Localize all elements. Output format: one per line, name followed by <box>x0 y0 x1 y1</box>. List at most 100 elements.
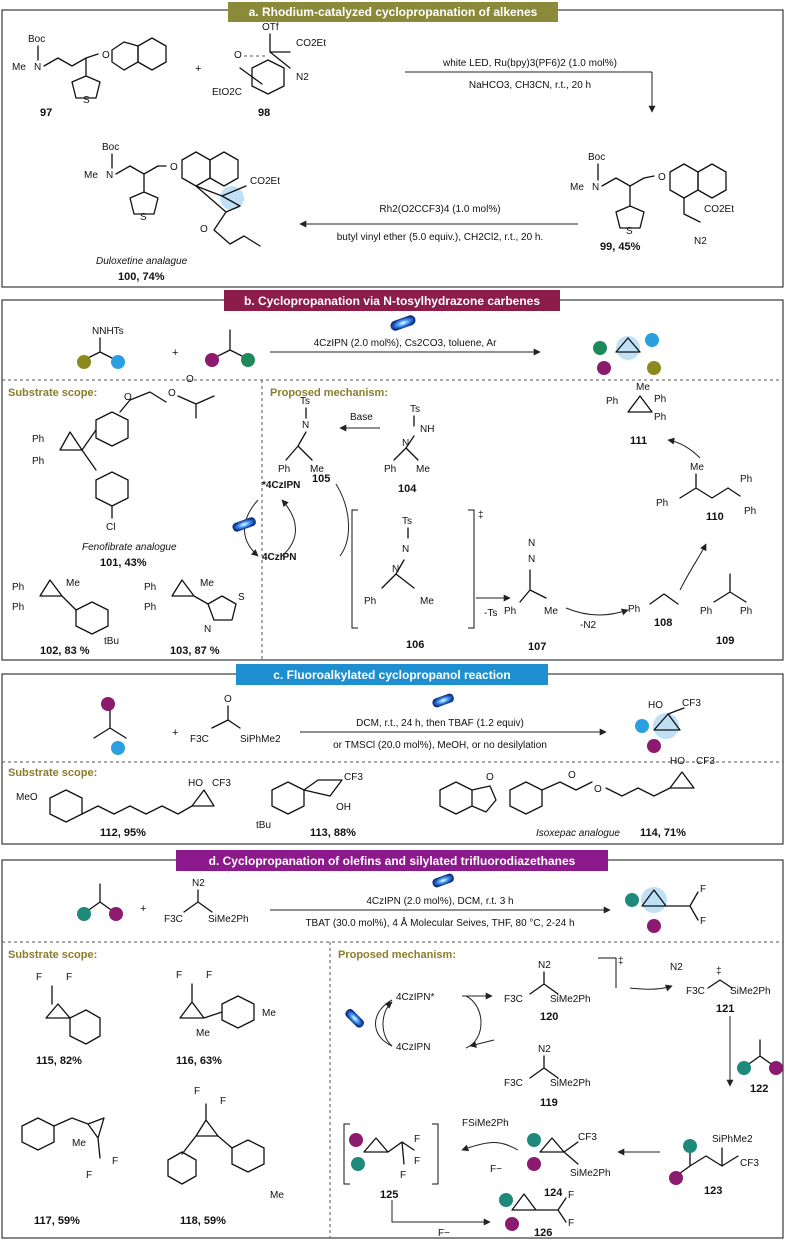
compound-103: Ph Ph Me S N 103, 87 % <box>144 578 245 657</box>
svg-text:112, 95%: 112, 95% <box>100 827 146 839</box>
svg-text:SiMe2Ph: SiMe2Ph <box>550 994 591 1005</box>
compound-101-name: Fenofibrate analogue <box>82 542 177 553</box>
svg-text:Ph: Ph <box>12 582 24 593</box>
svg-text:Ph: Ph <box>32 456 44 467</box>
substituent-dot-purple <box>205 353 219 367</box>
svg-text:O: O <box>224 694 232 705</box>
svg-text:N: N <box>528 538 535 549</box>
svg-text:F: F <box>112 1156 118 1167</box>
svg-text:121: 121 <box>716 1003 734 1015</box>
condition-a2-bottom: butyl vinyl ether (5.0 equiv.), CH2Cl2, … <box>337 232 544 243</box>
compound-118: F F Me 118, 59% <box>167 1086 284 1227</box>
svg-text:122: 122 <box>750 1083 768 1095</box>
section-b: b. Cyclopropanation via N-tosylhydrazone… <box>1 290 784 661</box>
svg-text:N2: N2 <box>296 72 309 83</box>
svg-text:O: O <box>594 784 602 795</box>
svg-text:‡: ‡ <box>716 966 722 977</box>
svg-text:116, 63%: 116, 63% <box>176 1055 222 1067</box>
svg-text:CO2Et: CO2Et <box>250 176 280 187</box>
svg-text:Me: Me <box>72 1138 86 1149</box>
svg-text:O: O <box>102 50 110 61</box>
svg-text:Ph: Ph <box>384 464 396 475</box>
svg-text:Ph: Ph <box>278 464 290 475</box>
svg-text:123: 123 <box>704 1185 722 1197</box>
condition-a1-top: white LED, Ru(bpy)3(PF6)2 (1.0 mol%) <box>442 58 617 69</box>
compound-115: F F 115, 82% <box>36 972 101 1067</box>
svg-text:N: N <box>106 170 113 181</box>
blue-led-icon <box>390 315 416 331</box>
photocatalyst-d-excited: 4CzIPN* <box>396 992 434 1003</box>
compound-100-label: 100, 74% <box>118 271 165 283</box>
svg-text:-N2: -N2 <box>580 620 597 631</box>
svg-text:Me: Me <box>416 464 430 475</box>
svg-text:‡: ‡ <box>618 956 624 967</box>
compound-102: Ph Ph Me tBu 102, 83 % <box>12 578 119 657</box>
compound-103-label: 103, 87 % <box>170 645 220 657</box>
section-a: a. Rhodium-catalyzed cyclopropanation of… <box>1 2 784 288</box>
svg-text:F: F <box>66 972 72 983</box>
svg-text:N: N <box>34 62 41 73</box>
compound-116: F F Me Me 116, 63% <box>176 970 276 1067</box>
svg-text:Ph: Ph <box>606 396 618 407</box>
svg-text:SiMe2Ph: SiMe2Ph <box>570 1168 611 1179</box>
compound-101-label: 101, 43% <box>100 557 147 569</box>
condition-a2-top: Rh2(O2CCF3)4 (1.0 mol%) <box>379 204 500 215</box>
compound-98-label: 98 <box>258 107 270 119</box>
compound-102-label: 102, 83 % <box>40 645 90 657</box>
section-d-title: d. Cyclopropanation of olefins and silyl… <box>209 854 576 868</box>
svg-text:CF3: CF3 <box>344 772 363 783</box>
svg-text:+: + <box>172 727 178 739</box>
svg-text:F: F <box>700 884 706 895</box>
section-a-title: a. Rhodium-catalyzed cyclopropanation of… <box>249 5 538 19</box>
svg-text:Me: Me <box>570 182 584 193</box>
svg-text:S: S <box>83 95 90 106</box>
photocatalyst-ground: 4CzIPN <box>262 552 296 563</box>
svg-text:125: 125 <box>380 1189 398 1201</box>
svg-text:Ph: Ph <box>654 394 666 405</box>
svg-text:O: O <box>170 162 178 173</box>
svg-text:N: N <box>402 544 409 555</box>
section-b-title: b. Cyclopropanation via N-tosylhydrazone… <box>244 294 540 308</box>
svg-text:SiPhMe2: SiPhMe2 <box>712 1134 753 1145</box>
svg-text:Me: Me <box>200 578 214 589</box>
svg-text:SiMe2Ph: SiMe2Ph <box>730 986 771 997</box>
svg-text:F: F <box>206 970 212 981</box>
svg-text:F: F <box>700 916 706 927</box>
svg-text:114, 71%: 114, 71% <box>640 827 686 839</box>
svg-text:F3C: F3C <box>504 994 523 1005</box>
section-b-header-bg <box>224 290 560 311</box>
svg-text:N2: N2 <box>694 236 707 247</box>
section-b-border <box>1 299 784 661</box>
svg-text:F: F <box>400 1170 406 1181</box>
svg-text:Me: Me <box>66 578 80 589</box>
photocatalyst-d-ground: 4CzIPN <box>396 1042 430 1053</box>
section-c-border <box>1 673 784 845</box>
svg-text:S: S <box>140 212 147 223</box>
condition-c-bottom: or TMSCl (20.0 mol%), MeOH, or no desily… <box>333 740 547 751</box>
svg-text:Ph: Ph <box>144 582 156 593</box>
svg-text:105: 105 <box>312 473 330 485</box>
section-c-title: c. Fluoroalkylated cyclopropanol reactio… <box>273 668 510 682</box>
svg-text:N2: N2 <box>670 962 683 973</box>
svg-text:F: F <box>568 1218 574 1229</box>
condition-c-top: DCM, r.t., 24 h, then TBAF (1.2 equiv) <box>356 718 524 729</box>
svg-text:111: 111 <box>630 435 647 447</box>
svg-text:108: 108 <box>654 617 672 629</box>
compound-100-name: Duloxetine analague <box>96 256 188 267</box>
compound-114: O O O HO CF3 Isoxepac analogue 114, 71% <box>439 756 715 839</box>
svg-text:Ph: Ph <box>656 498 668 509</box>
svg-text:Me: Me <box>420 596 434 607</box>
section-c-header-bg <box>236 664 548 685</box>
section-d-scope-label: Substrate scope: <box>8 949 97 961</box>
svg-text:CF3: CF3 <box>682 698 701 709</box>
section-a-header-bg <box>228 2 558 22</box>
compound-113: CF3 OH tBu 113, 88% <box>256 772 363 839</box>
svg-text:O: O <box>186 374 194 385</box>
section-c-scope-label: Substrate scope: <box>8 767 97 779</box>
section-b-scope-label: Substrate scope: <box>8 387 97 399</box>
svg-text:Cl: Cl <box>106 522 115 533</box>
svg-text:NNHTs: NNHTs <box>92 326 124 337</box>
substituent-dot-green <box>241 353 255 367</box>
svg-text:FSiMe2Ph: FSiMe2Ph <box>462 1118 509 1129</box>
svg-text:Boc: Boc <box>588 152 605 163</box>
